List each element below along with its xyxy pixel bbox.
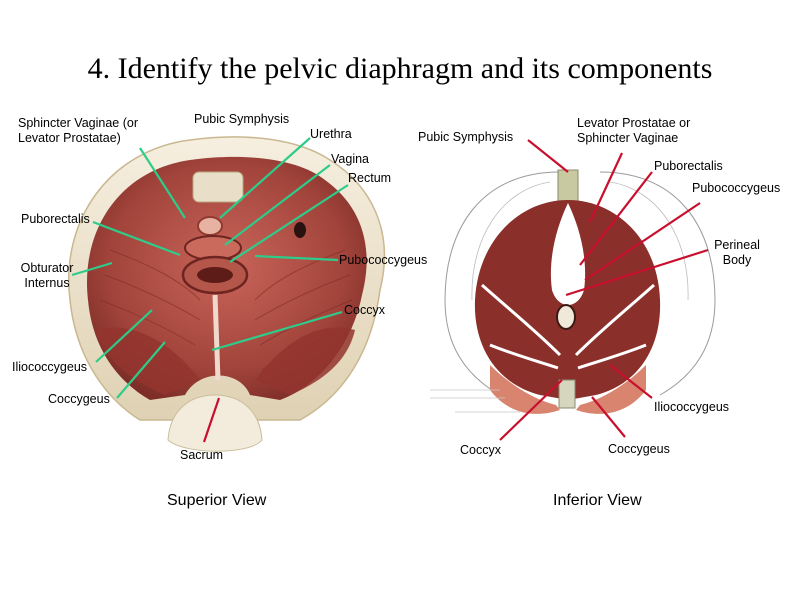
label-levator-prostatae: Levator Prostatae or	[577, 116, 691, 130]
caption-superior-view: Superior View	[167, 492, 267, 509]
label-pubic-symphysis-inferior: Pubic Symphysis	[418, 130, 514, 144]
superior-view-illustration	[68, 136, 386, 452]
coccyx-bone	[558, 379, 576, 409]
label-coccygeus-superior: Coccygeus	[48, 392, 110, 406]
superior-leader-lines	[71, 137, 349, 399]
label-perineal-body: Perineal	[714, 238, 760, 252]
fascial-lines	[481, 283, 655, 370]
label-vagina: Vagina	[331, 152, 369, 166]
label-coccyx-inferior: Coccyx	[460, 443, 501, 457]
label-puborectalis-superior: Puborectalis	[21, 212, 90, 226]
urethra-opening	[197, 216, 223, 236]
label-sacrum: Sacrum	[180, 448, 224, 462]
anal-opening	[556, 304, 576, 330]
rectum-lumen	[197, 267, 233, 283]
pelvis-outline	[444, 171, 716, 396]
pubic-symphysis-bone	[192, 171, 244, 203]
pubic-symphysis-bone-inferior	[557, 169, 579, 203]
sacrum-bone	[167, 394, 263, 452]
label-pubococcygeus-superior: Pubococcygeus	[339, 253, 428, 267]
obturator-foramen	[294, 222, 306, 238]
label-obturator-internus-line2: Internus	[24, 276, 70, 290]
inferior-view-illustration	[430, 139, 716, 441]
label-coccyx-superior: Coccyx	[344, 303, 385, 317]
label-iliococcygeus-inferior: Iliococcygeus	[654, 400, 730, 414]
label-sphincter-vaginae: Sphincter Vaginae (or	[18, 116, 138, 130]
coccygeus-right	[255, 327, 355, 395]
inferior-leader-lines	[499, 139, 709, 441]
label-levator-prostatae-line2: Sphincter Vaginae	[577, 131, 679, 145]
label-pubic-symphysis-superior: Pubic Symphysis	[194, 112, 290, 126]
label-perineal-body-line2: Body	[722, 253, 752, 267]
urogenital-hiatus	[550, 203, 586, 305]
label-iliococcygeus-superior: Iliococcygeus	[12, 360, 88, 374]
sacrum-leader-line	[202, 397, 221, 443]
label-pubococcygeus-inferior: Pubococcygeus	[692, 181, 781, 195]
label-coccygeus-inferior: Coccygeus	[608, 442, 670, 456]
decorative-guide-lines	[430, 389, 520, 413]
coccygeus-right-inferior	[576, 365, 646, 414]
slide-title: 4. Identify the pelvic diaphragm and its…	[87, 52, 713, 85]
label-puborectalis-inferior: Puborectalis	[654, 159, 723, 173]
pelvis-outline-inner	[471, 181, 689, 301]
label-obturator-internus: Obturator	[20, 261, 74, 275]
label-sphincter-vaginae-line2: Levator Prostatae)	[18, 131, 121, 145]
label-urethra: Urethra	[310, 127, 352, 141]
label-rectum: Rectum	[348, 171, 392, 185]
anococcygeal-raphe	[212, 294, 221, 381]
caption-inferior-view: Inferior View	[553, 492, 642, 509]
coccygeus-left-inferior	[490, 365, 560, 414]
